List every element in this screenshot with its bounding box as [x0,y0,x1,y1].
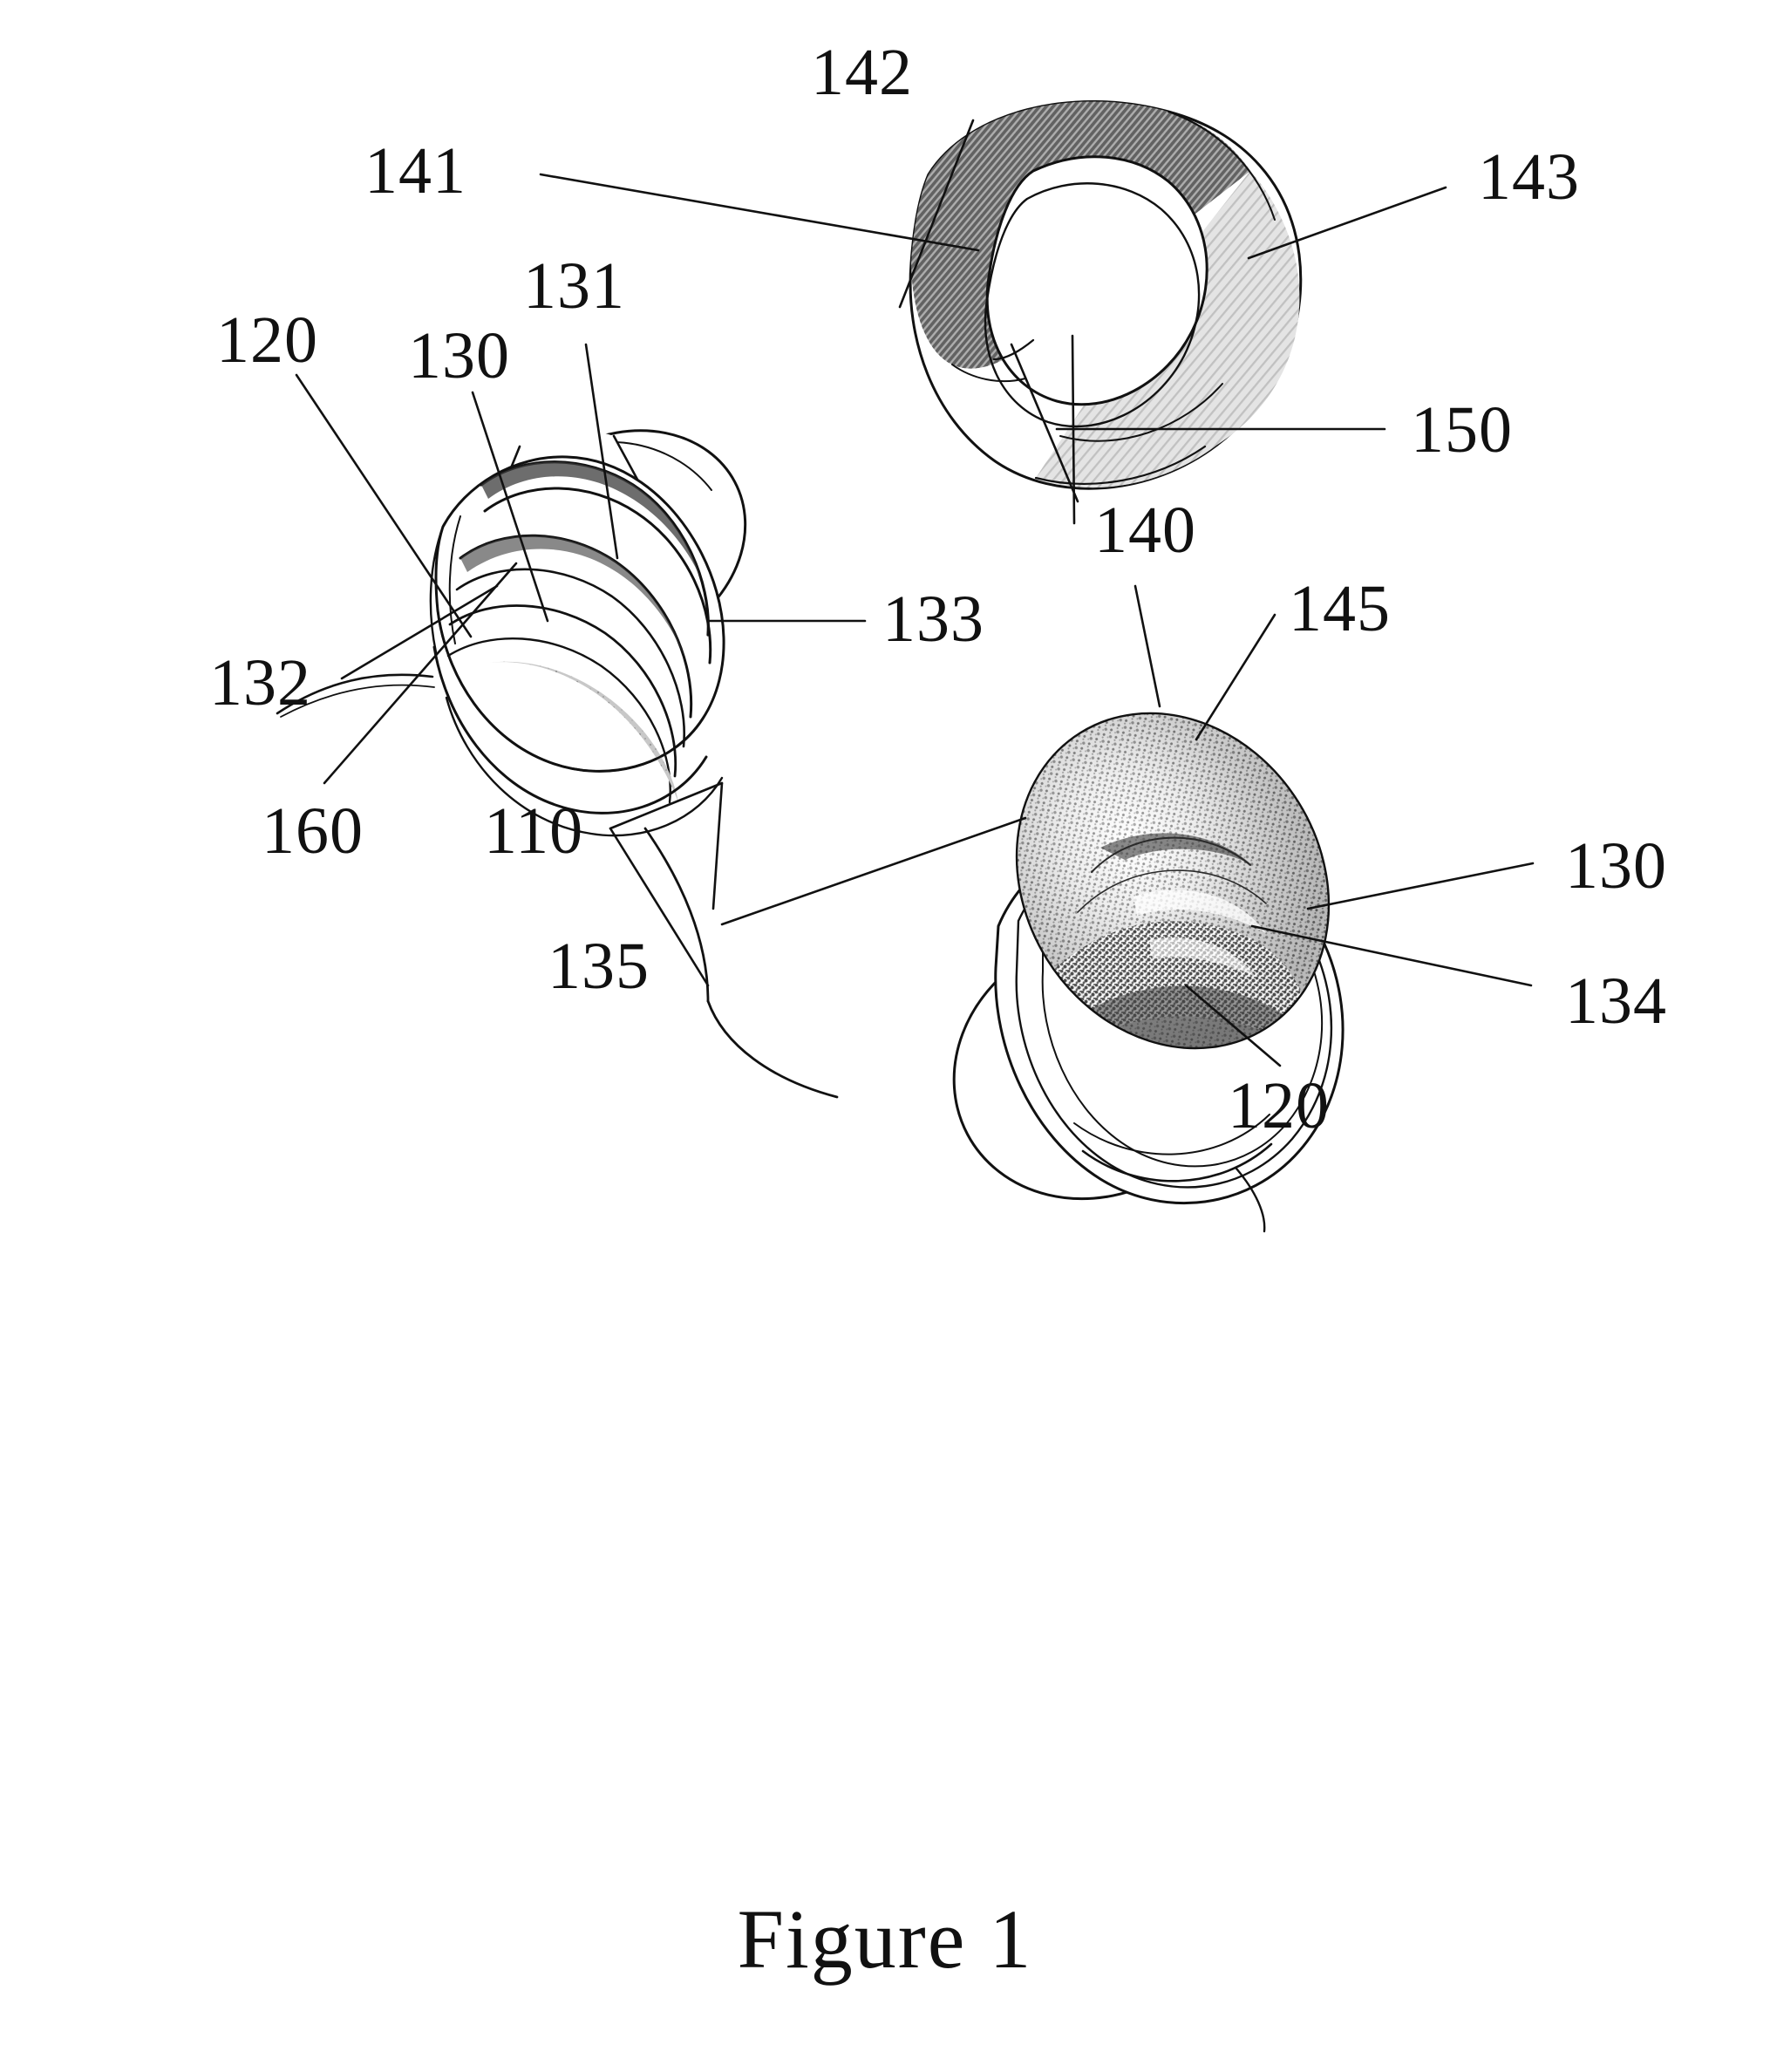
leader-130-right [1306,862,1535,910]
ref-label-132: 132 [209,646,311,719]
component-140-ring [909,100,1303,490]
ref-label-133: 133 [882,583,984,656]
leader-143 [1247,186,1447,260]
ref-label-120: 120 [216,303,318,377]
ref-label-142: 142 [811,36,913,109]
ref-label-130-right: 130 [1565,829,1667,903]
ref-label-143: 143 [1478,140,1580,214]
component-assembly-bottom-right [952,705,1345,1233]
leader-142 [898,119,975,309]
leader-120 [295,373,473,638]
ref-label-150: 150 [1411,393,1513,467]
ref-label-130: 130 [408,319,510,392]
component-110-body [276,429,839,1099]
ref-label-141: 141 [364,134,466,208]
ref-label-131: 131 [523,249,625,323]
leader-134 [1250,924,1533,987]
leader-145 [1195,613,1276,741]
leader-135 [720,816,1027,926]
leader-140 [1010,343,1079,503]
figure-caption: Figure 1 [737,1892,1033,1986]
leader-131 [584,343,619,560]
leader-110-a [609,781,724,830]
leader-lines [295,119,1535,1067]
leader-110-b [609,827,710,987]
leader-110-c [711,781,724,910]
ref-label-135: 135 [548,930,650,1003]
ref-label-140: 140 [1094,494,1196,567]
ref-label-120-bottom: 120 [1228,1069,1330,1142]
ref-label-110: 110 [484,794,584,868]
leader-160 [323,562,518,785]
leader-140b [1133,584,1161,708]
leader-120-bottom [1184,984,1282,1067]
leader-141 [539,173,980,252]
leader-130 [471,391,549,623]
ref-label-145: 145 [1289,572,1391,645]
ref-label-160: 160 [262,794,364,868]
leader-132 [340,584,499,680]
ref-label-134: 134 [1565,964,1667,1038]
